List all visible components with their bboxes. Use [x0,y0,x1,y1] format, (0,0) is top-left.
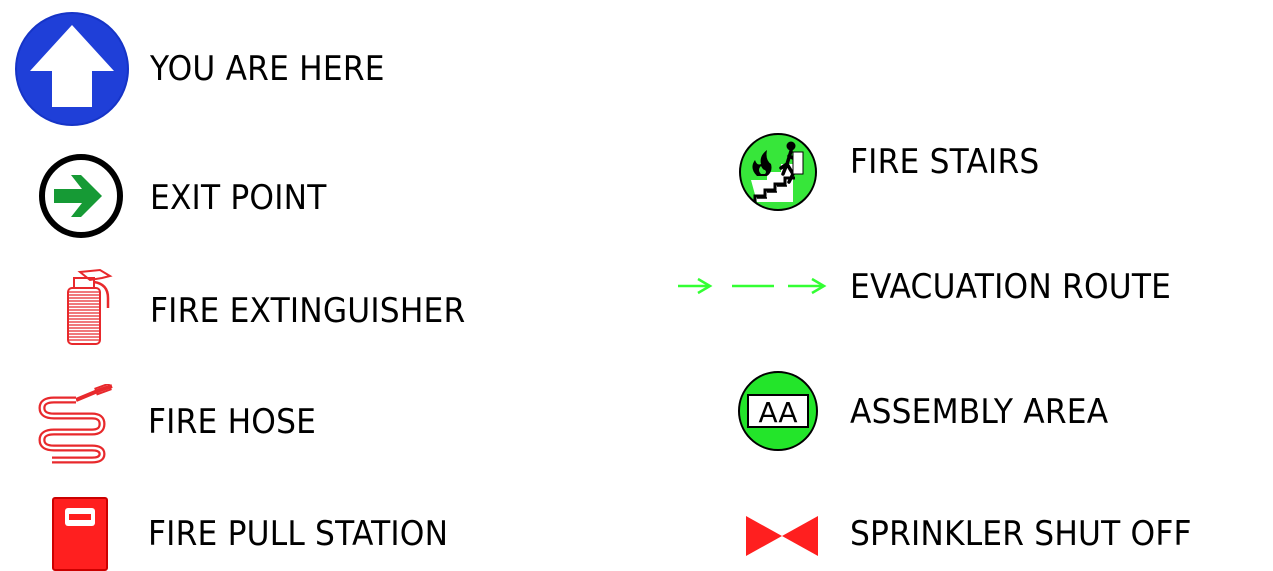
legend-item-fire-extinguisher: FIRE EXTINGUISHER [0,0,465,345]
fire-stairs-icon [739,133,817,211]
legend-label: FIRE STAIRS [850,142,1040,182]
legend-label: FIRE PULL STATION [148,514,449,554]
legend-label: EVACUATION ROUTE [850,267,1172,307]
legend-item-exit-point: EXIT POINT [0,0,326,238]
legend-item-fire-stairs: FIRE STAIRS [0,0,1039,211]
legend-label: FIRE HOSE [148,402,317,442]
legend-item-assembly-area: AA ASSEMBLY AREA [0,0,1108,451]
right-arrow-circle-icon [39,154,123,238]
assembly-area-icon-text: AA [758,396,797,429]
assembly-area-icon: AA [738,371,818,451]
dashed-arrow-icon [678,277,827,295]
legend-label: ASSEMBLY AREA [850,392,1109,432]
legend-label: YOU ARE HERE [150,49,385,89]
legend-label: EXIT POINT [150,178,327,218]
legend-item-sprinkler-shut-off: SPRINKLER SHUT OFF [0,0,1192,556]
up-arrow-circle-icon [15,12,129,126]
bowtie-valve-icon [746,516,818,556]
legend-item-fire-hose: FIRE HOSE [0,0,316,464]
fire-hose-icon [38,384,113,464]
legend-item-you-are-here: YOU ARE HERE [0,0,385,126]
fire-extinguisher-icon [67,268,113,345]
legend-item-fire-pull-station: FIRE PULL STATION [0,0,448,571]
legend-label: SPRINKLER SHUT OFF [850,514,1192,554]
legend-label: FIRE EXTINGUISHER [150,291,466,331]
legend-item-evacuation-route: EVACUATION ROUTE [0,0,1171,304]
fire-pull-station-icon [52,497,108,571]
